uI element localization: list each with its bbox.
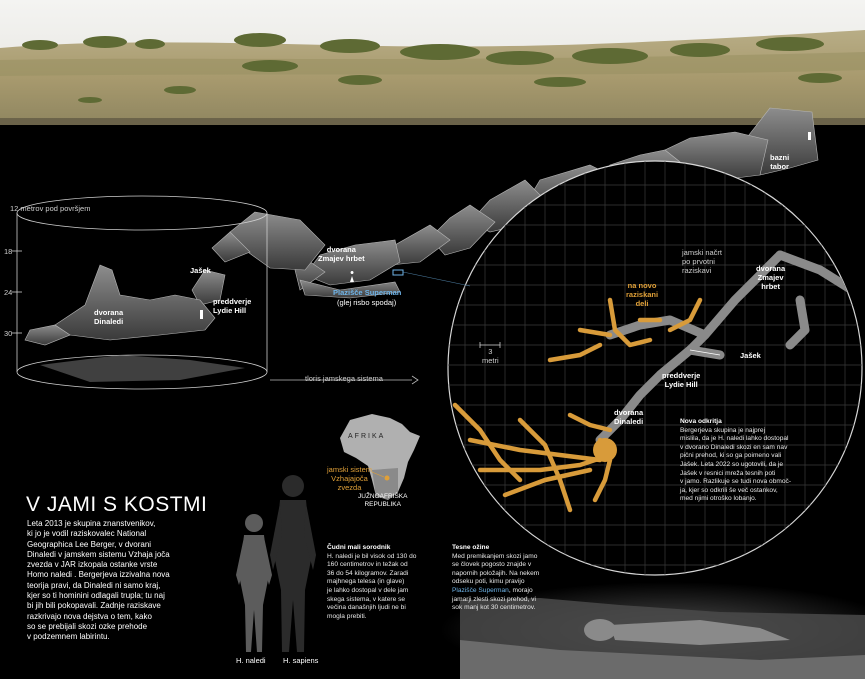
africa-map <box>340 414 420 500</box>
label-plazisce-superman: Plazišče Superman <box>333 288 402 297</box>
depth-label-12: 12 metrov pod površjem <box>10 204 91 213</box>
sorodnik-text: Čudni mali sorodnik H. naledi je bil vis… <box>327 544 417 620</box>
label-glej-risbo: (glej risbo spodaj) <box>337 298 397 307</box>
depth-label-18: 18 <box>4 247 13 256</box>
intro-paragraph: Leta 2013 je skupina znanstvenikov,ki jo… <box>27 519 170 642</box>
label-h-naledi: H. naledi <box>236 656 266 665</box>
homo-sapiens-silhouette <box>270 475 316 652</box>
map-label-jasek: Jašek <box>740 351 761 360</box>
depth-cylinder <box>12 195 268 390</box>
crawling-caver <box>584 619 790 645</box>
bushes <box>22 33 842 103</box>
depth-label-30: 30 <box>4 329 13 338</box>
map-scale-bar <box>479 342 501 348</box>
homo-naledi-silhouette <box>236 514 272 652</box>
label-h-sapiens: H. sapiens <box>283 656 319 665</box>
savanna-ground <box>0 30 865 125</box>
africa-label: AFRIKA <box>348 433 386 440</box>
label-tloris: tloris jamskega sistema <box>305 374 383 383</box>
depth-label-24: 24 <box>4 288 13 297</box>
page-title: V JAMI S KOSTMI <box>26 493 208 516</box>
plan-map-circle <box>447 160 863 576</box>
nova-odkritja-text: Nova odkritja Bergerjeva skupina je najp… <box>680 418 792 503</box>
cave-location-dot <box>384 475 390 481</box>
label-jasek: Jašek <box>190 266 211 275</box>
